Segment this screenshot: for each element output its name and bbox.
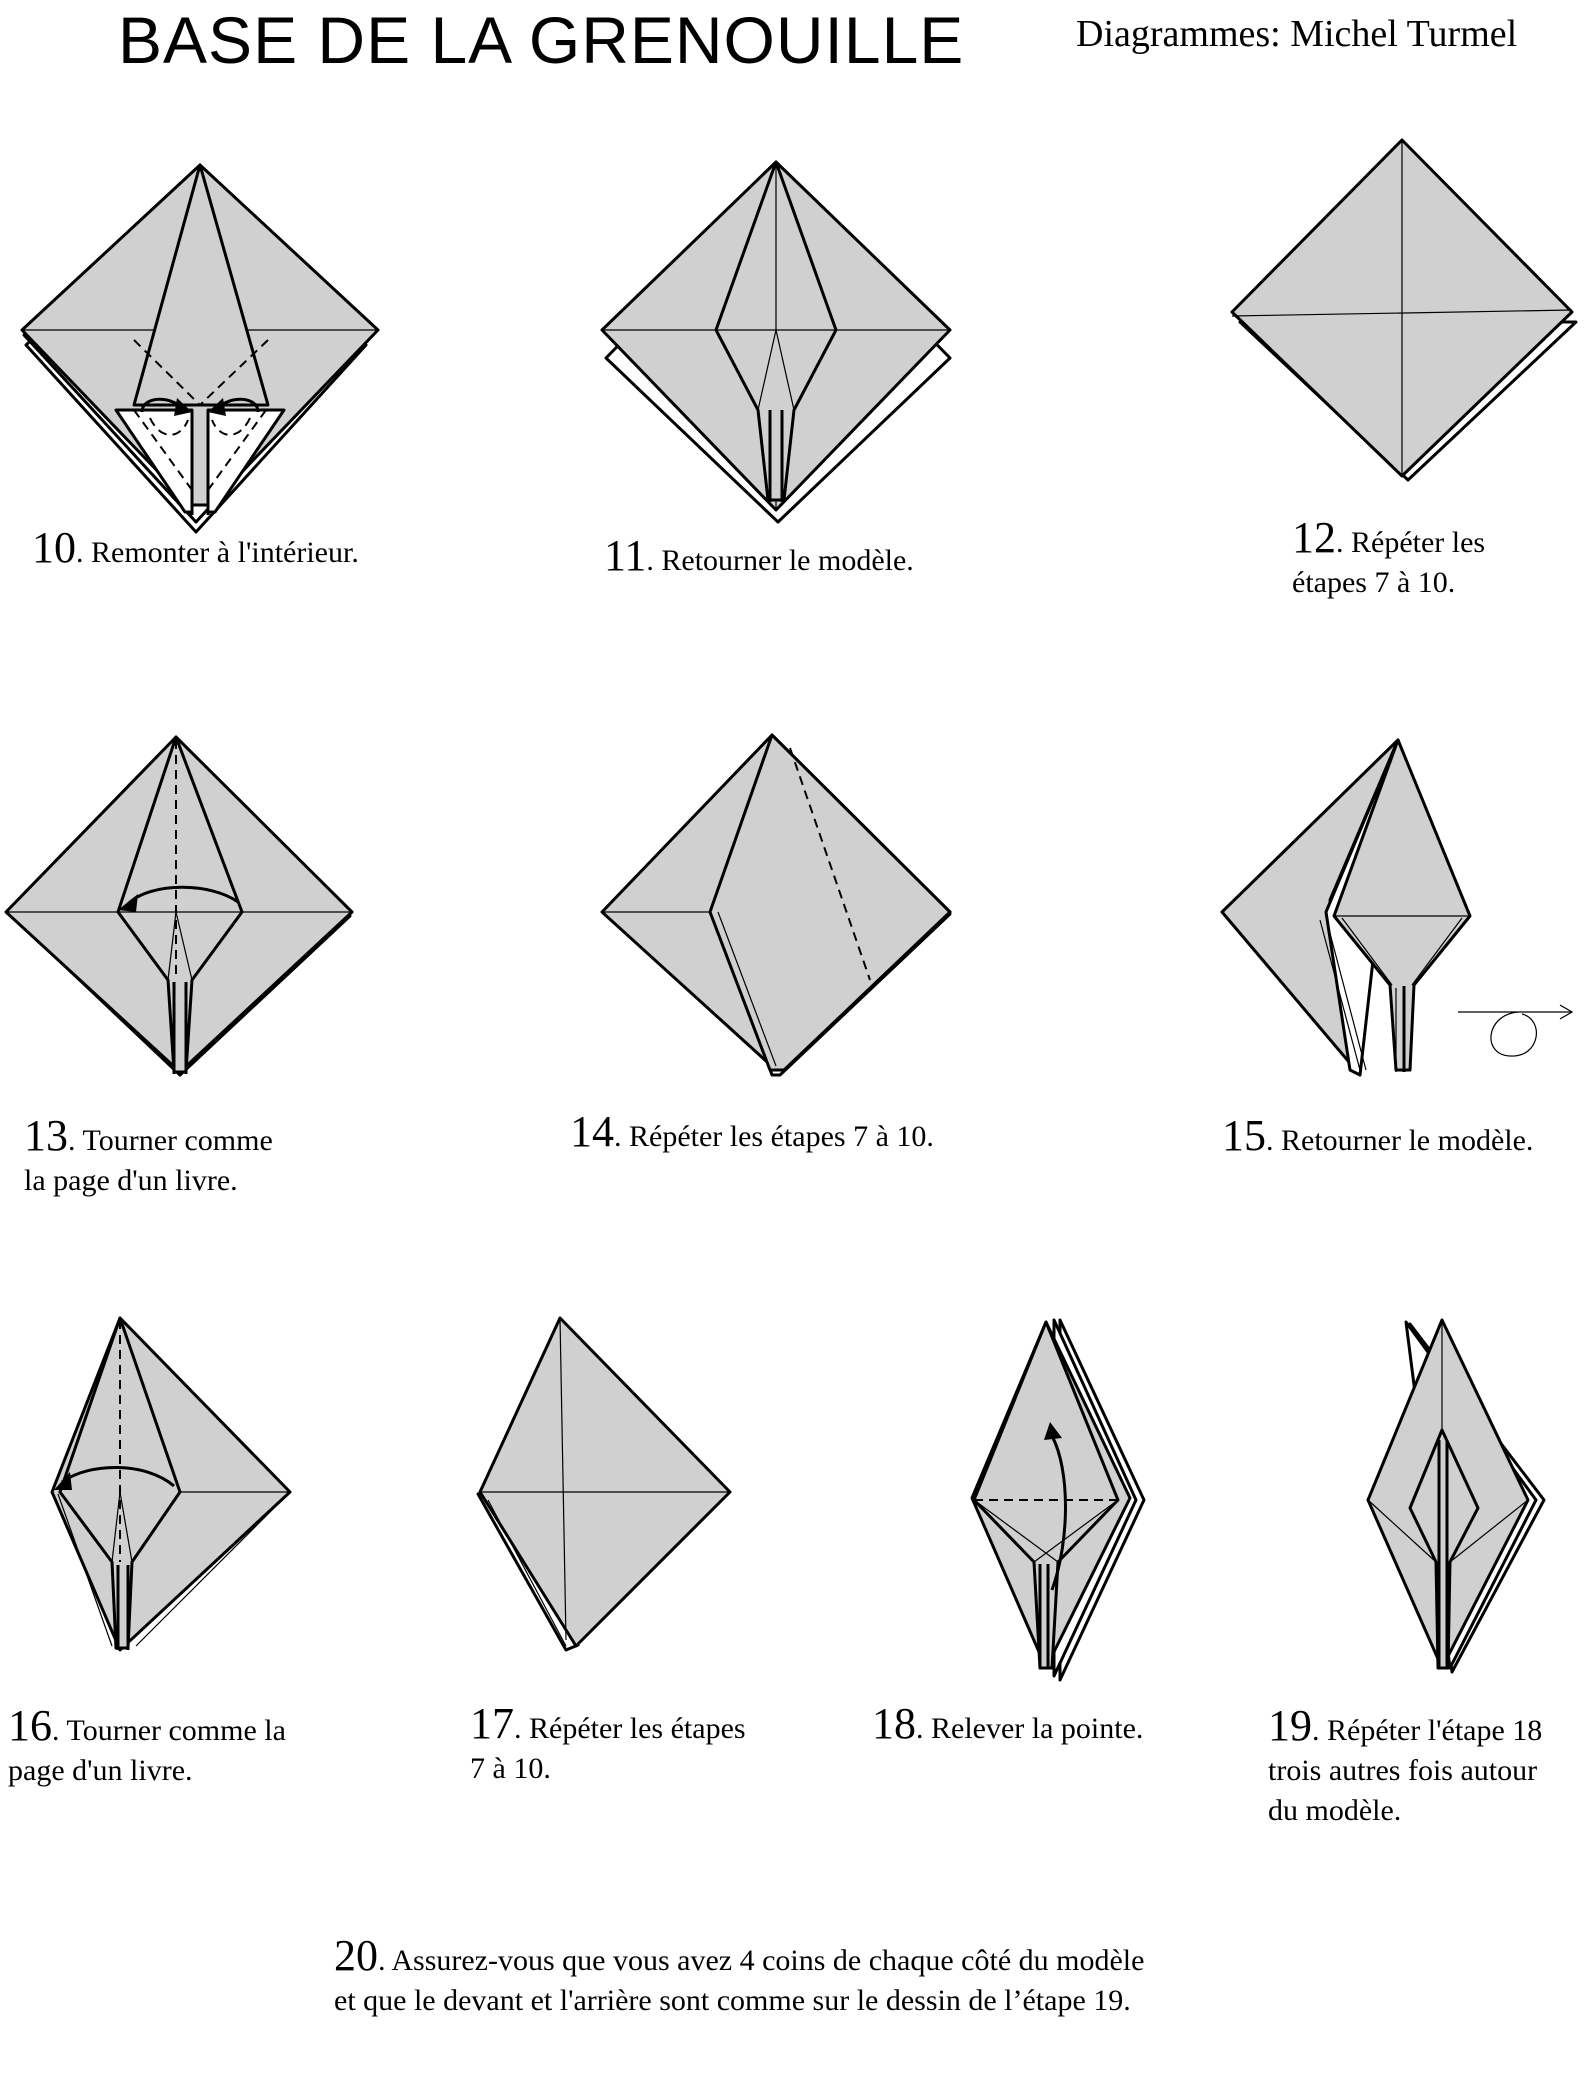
step-text: Tourner comme — [82, 1124, 273, 1157]
diagram-credit: Diagrammes: Michel Turmel — [1076, 13, 1518, 55]
step-11-caption: 11. Retourner le modèle. — [604, 531, 914, 580]
step-20-caption: 20. Assurez-vous que vous avez 4 coins d… — [334, 1934, 1145, 2021]
step-text: Retourner le modèle. — [661, 544, 914, 577]
step-17-figure — [476, 1316, 732, 1652]
step-text: Répéter les — [1351, 526, 1486, 559]
step-text-line-2: 7 à 10. — [470, 1752, 551, 1785]
step-18-caption: 18. Relever la pointe. — [872, 1699, 1144, 1748]
step-14-caption: 14. Répéter les étapes 7 à 10. — [570, 1107, 934, 1156]
step-text: Répéter les étapes — [529, 1712, 746, 1745]
step-text: Retourner le modèle. — [1281, 1124, 1534, 1157]
step-text: Tourner comme la — [66, 1714, 286, 1747]
page-title: BASE DE LA GRENOUILLE — [118, 3, 965, 77]
step-text-line-2: trois autres fois autour — [1268, 1754, 1538, 1787]
step-number: 15 — [1222, 1111, 1266, 1160]
step-13-caption: 13. Tourner comme la page d'un livre. — [24, 1114, 273, 1201]
step-10-figure — [20, 163, 380, 534]
step-text-line-2: étapes 7 à 10. — [1292, 566, 1456, 599]
step-number: 17 — [470, 1699, 514, 1748]
step-text: Remonter à l'intérieur. — [91, 536, 359, 569]
step-number: 16 — [8, 1701, 52, 1750]
step-19-figure — [1366, 1318, 1546, 1674]
step-16-caption: 16. Tourner comme la page d'un livre. — [8, 1704, 286, 1791]
step-18-figure — [970, 1318, 1146, 1682]
step-text: Assurez-vous que vous avez 4 coins de ch… — [391, 1944, 1145, 1977]
step-15-caption: 15. Retourner le modèle. — [1222, 1111, 1534, 1160]
step-text: Répéter les étapes 7 à 10. — [629, 1120, 934, 1153]
turn-over-icon — [1458, 1004, 1574, 1057]
step-number: 11 — [604, 531, 647, 580]
step-12-figure — [1230, 138, 1578, 482]
step-11-figure — [600, 160, 952, 524]
step-number: 19 — [1268, 1701, 1312, 1750]
step-number: 14 — [570, 1107, 614, 1156]
step-text: Relever la pointe. — [931, 1712, 1144, 1745]
step-text-line-2: page d'un livre. — [8, 1754, 193, 1787]
step-text-line-2: et que le devant et l'arrière sont comme… — [334, 1984, 1131, 2017]
step-10-caption: 10. Remonter à l'intérieur. — [32, 523, 359, 572]
step-text-line-3: du modèle. — [1268, 1794, 1402, 1827]
step-text: Répéter l'étape 18 — [1327, 1714, 1543, 1747]
step-12-caption: 12. Répéter les étapes 7 à 10. — [1292, 516, 1486, 603]
step-number: 12 — [1292, 513, 1336, 562]
step-text-line-2: la page d'un livre. — [24, 1164, 238, 1197]
step-number: 10 — [32, 523, 76, 572]
step-16-figure — [50, 1316, 292, 1652]
step-15-figure — [1220, 738, 1574, 1077]
step-number: 13 — [24, 1111, 68, 1160]
step-14-figure — [600, 733, 952, 1077]
step-19-caption: 19. Répéter l'étape 18 trois autres fois… — [1268, 1704, 1543, 1831]
step-17-caption: 17. Répéter les étapes 7 à 10. — [470, 1702, 746, 1789]
step-number: 18 — [872, 1699, 916, 1748]
step-number: 20 — [334, 1931, 378, 1980]
step-13-figure — [4, 735, 354, 1077]
